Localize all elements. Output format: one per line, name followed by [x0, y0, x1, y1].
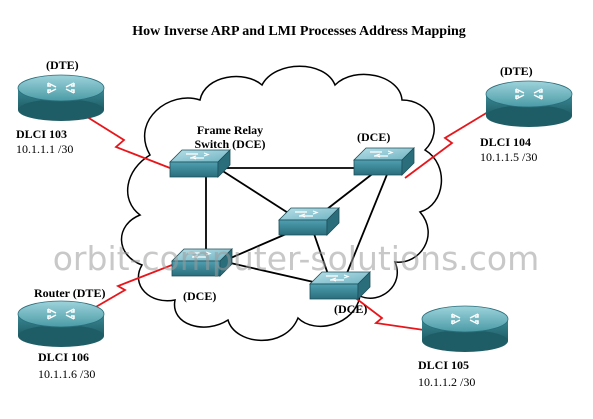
dce-label: (DCE): [357, 130, 390, 144]
router-role-label: Router (DTE): [34, 286, 105, 300]
diagram-title: How Inverse ARP and LMI Processes Addres…: [132, 24, 466, 39]
link-tr-br: [344, 171, 389, 279]
ip-address-label: 10.1.1.1 /30: [16, 142, 73, 156]
frame-relay-switch-icon[interactable]: [171, 248, 233, 277]
dlci-label: DLCI 106: [38, 350, 89, 364]
dlci-label: DLCI 103: [16, 127, 67, 141]
frame-relay-switch-icon[interactable]: [169, 149, 231, 178]
ip-address-label: 10.1.1.6 /30: [38, 367, 95, 381]
frame-relay-switch-label: Switch (DCE): [195, 137, 266, 151]
frame-relay-switch-icon[interactable]: [278, 207, 340, 236]
link-center-br: [311, 227, 331, 281]
dlci-label: DLCI 104: [480, 135, 531, 149]
watermark-text: orbit-computer-solutions.com: [53, 239, 540, 278]
router-icon[interactable]: [421, 305, 509, 352]
serial-link-105: [344, 289, 425, 331]
router-icon[interactable]: [485, 80, 573, 127]
serial-link-104: [404, 111, 489, 179]
router-role-label: (DTE): [500, 64, 533, 78]
router-icon[interactable]: [17, 300, 105, 347]
serial-link-103: [83, 114, 171, 169]
frame-relay-switch-icon[interactable]: [353, 147, 415, 176]
router-icon[interactable]: [17, 74, 105, 121]
ip-address-label: 10.1.1.2 /30: [418, 375, 475, 389]
frame-relay-switch-icon[interactable]: [309, 271, 371, 300]
frame-relay-switch-label: Frame Relay: [197, 123, 263, 137]
dlci-label: DLCI 105: [418, 358, 469, 372]
dce-label: (DCE): [334, 302, 367, 316]
dce-label: (DCE): [183, 289, 216, 303]
frame-relay-cloud: [120, 65, 442, 342]
link-tl-center: [217, 167, 297, 219]
link-bl-br: [225, 261, 319, 284]
serial-link-106: [81, 264, 173, 316]
ip-address-label: 10.1.1.5 /30: [480, 150, 537, 164]
router-role-label: (DTE): [46, 58, 79, 72]
link-center-tr: [321, 167, 381, 214]
